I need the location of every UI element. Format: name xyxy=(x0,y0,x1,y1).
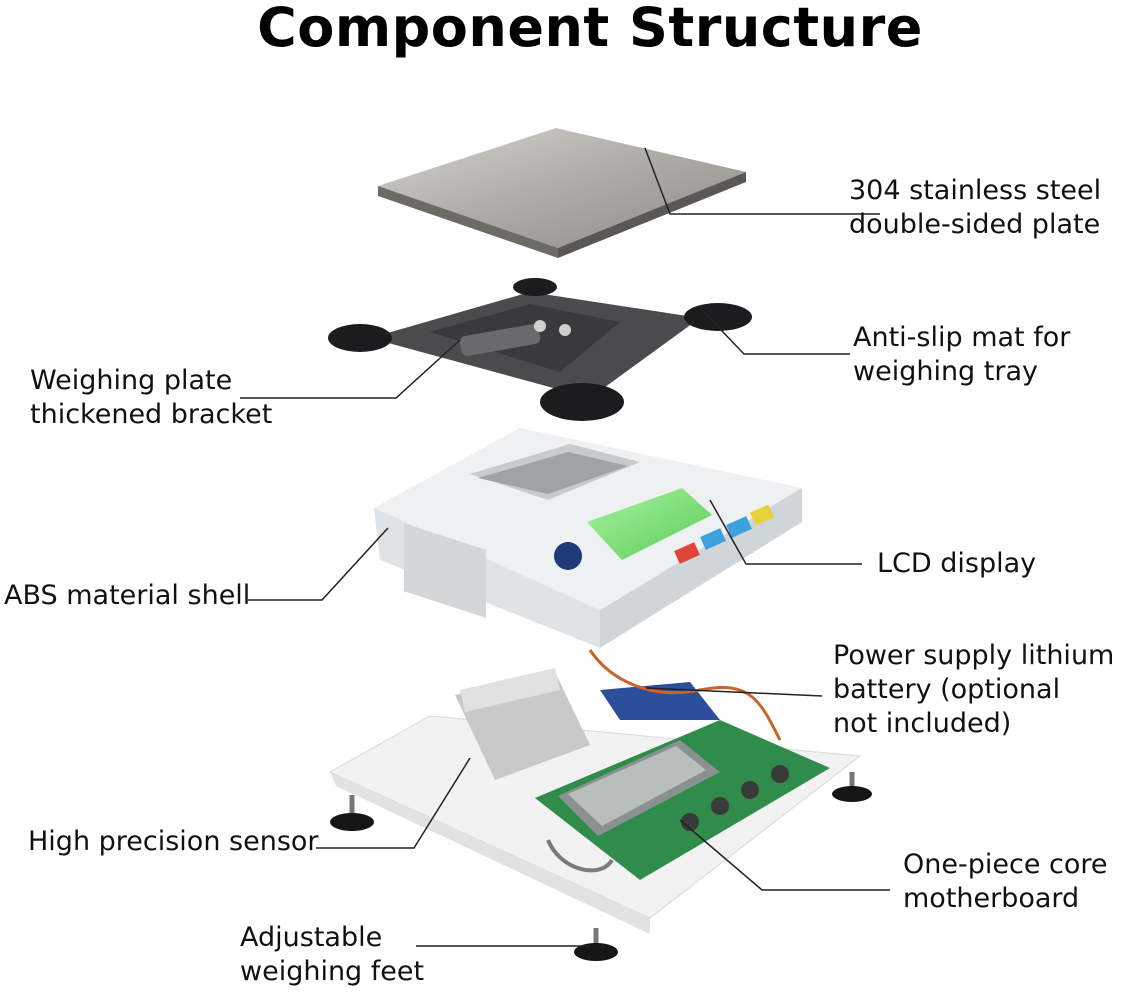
weighing-bracket xyxy=(328,278,752,421)
label-battery: Power supply lithium battery (optional n… xyxy=(833,640,1115,739)
label-anti-slip-mat: Anti-slip mat for weighing tray xyxy=(853,322,1071,387)
leader-lines xyxy=(240,147,890,947)
label-bracket: Weighing plate thickened bracket xyxy=(30,365,273,430)
base-assembly xyxy=(328,649,862,934)
adjustable-feet xyxy=(330,772,872,961)
label-sensor: High precision sensor xyxy=(28,826,319,857)
label-steel-plate: 304 stainless steel double-sided plate xyxy=(849,175,1102,240)
label-lcd-display: LCD display xyxy=(877,548,1037,579)
label-motherboard: One-piece core motherboard xyxy=(903,849,1108,914)
page-title: Component Structure xyxy=(257,0,923,59)
label-abs-shell: ABS material shell xyxy=(4,580,251,611)
label-feet: Adjustable weighing feet xyxy=(240,922,425,987)
steel-plate xyxy=(378,128,746,258)
abs-shell xyxy=(374,428,802,648)
